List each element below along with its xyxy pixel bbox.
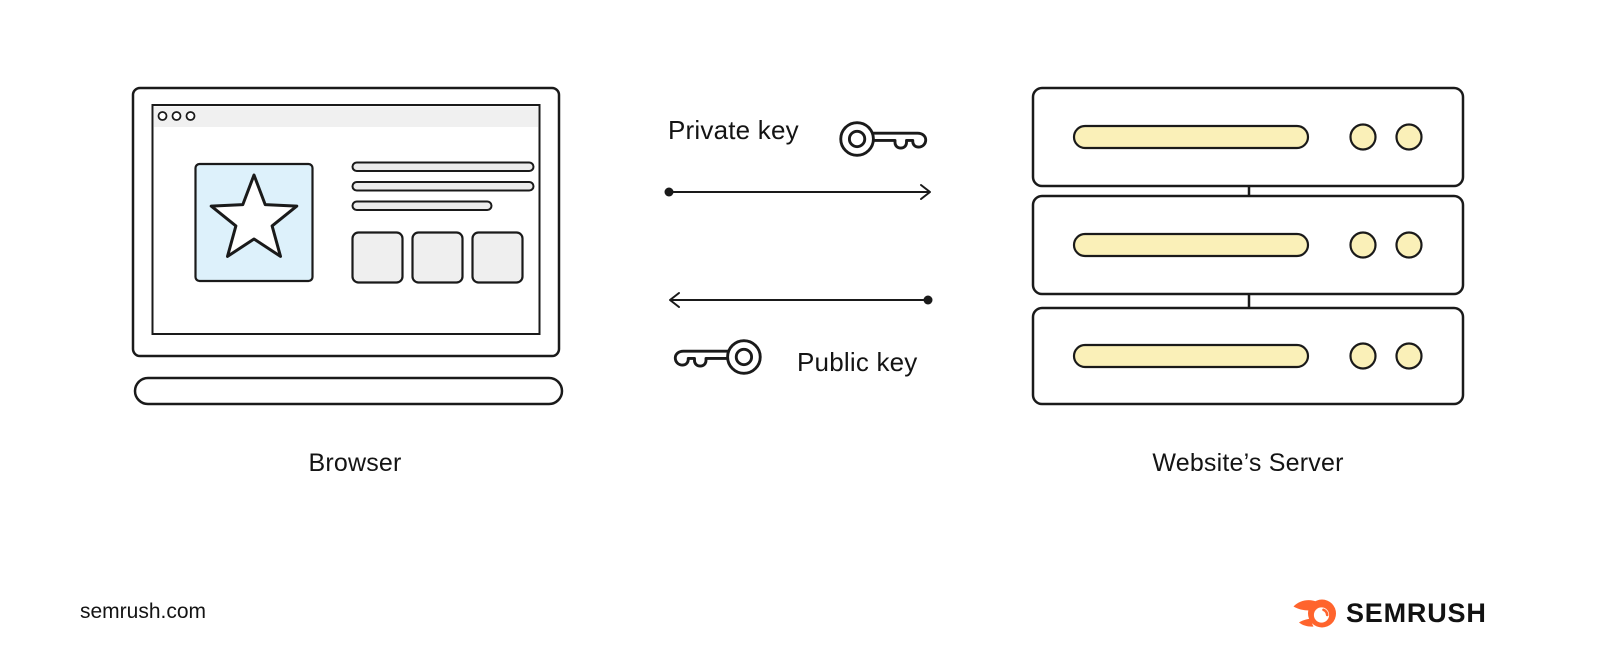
server-unit bbox=[1031, 194, 1465, 296]
semrush-flame-icon bbox=[1293, 599, 1336, 628]
source-url-text: semrush.com bbox=[80, 600, 207, 623]
server-led bbox=[1395, 342, 1423, 370]
server-unit bbox=[1031, 306, 1465, 406]
card-placeholders bbox=[351, 231, 524, 284]
arrow-browser-to-server bbox=[664, 184, 931, 200]
server-led bbox=[1349, 342, 1377, 370]
public-key-icon bbox=[673, 339, 762, 375]
server-illustration bbox=[1031, 86, 1465, 406]
text-line-placeholders bbox=[351, 161, 535, 211]
public-key-label: Public key bbox=[797, 347, 918, 377]
server-led bbox=[1395, 123, 1423, 151]
browser-titlebar bbox=[154, 106, 538, 127]
server-led bbox=[1349, 123, 1377, 151]
server-caption: Website’s Server bbox=[1152, 449, 1344, 477]
browser-caption: Browser bbox=[308, 449, 402, 477]
laptop-base bbox=[133, 376, 564, 406]
server-slot-bar bbox=[1072, 232, 1310, 258]
private-key-label: Private key bbox=[668, 115, 799, 145]
window-control-dots-icon bbox=[157, 111, 196, 121]
brand-logotype: SEMRUSH bbox=[1346, 598, 1487, 628]
star-icon bbox=[209, 173, 299, 258]
server-slot-bar bbox=[1072, 343, 1310, 369]
private-key-icon bbox=[839, 121, 928, 157]
server-unit bbox=[1031, 86, 1465, 188]
server-led bbox=[1349, 231, 1377, 259]
arrow-server-to-browser bbox=[669, 292, 933, 308]
browser-illustration bbox=[131, 86, 564, 406]
server-led bbox=[1395, 231, 1423, 259]
server-slot-bar bbox=[1072, 124, 1310, 150]
